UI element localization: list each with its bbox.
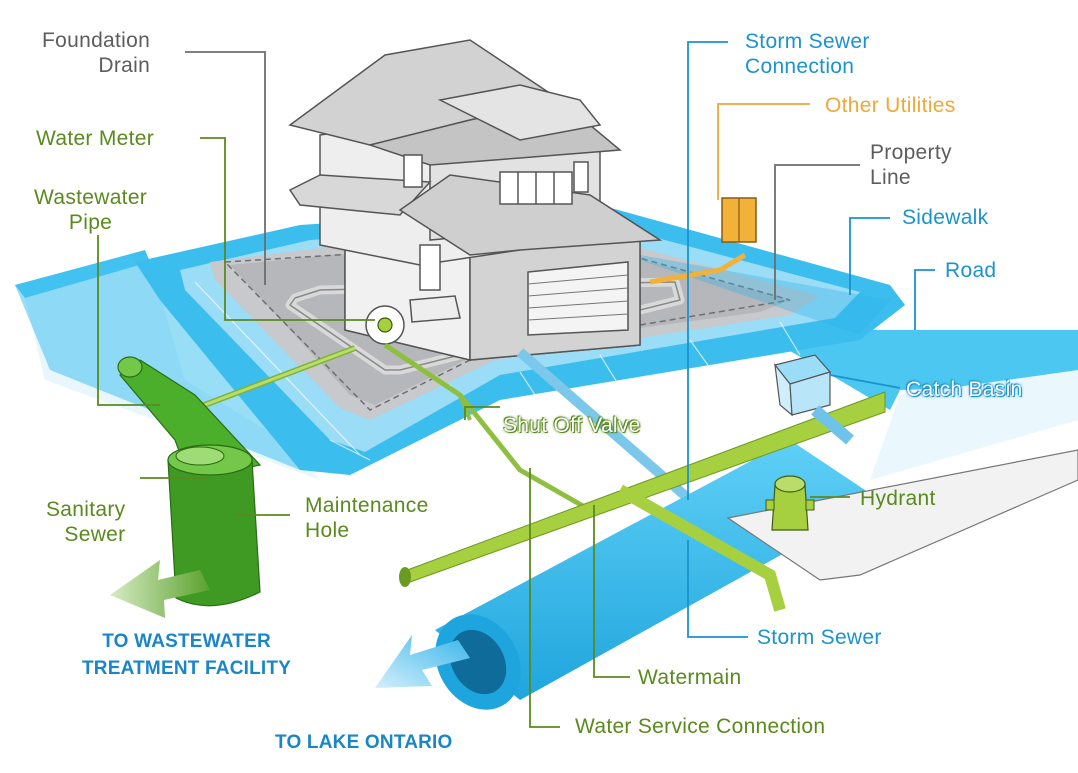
- destination-lake: TO LAKE ONTARIO: [275, 732, 453, 753]
- utility-box: [649, 197, 757, 285]
- label-maintenance-hole: Maintenance Hole: [305, 494, 429, 542]
- label-storm-sewer-connection: Storm Sewer Connection: [745, 30, 870, 78]
- water-meter-bubble: [365, 305, 405, 345]
- destination-wastewater: TO WASTEWATER TREATMENT FACILITY: [82, 631, 292, 679]
- label-sidewalk: Sidewalk: [902, 206, 989, 229]
- label-catch-basin: Catch Basin: [906, 378, 1023, 401]
- label-foundation-drain: Foundation Drain: [42, 29, 151, 77]
- label-shut-off-valve: Shut Off Valve: [503, 414, 641, 437]
- hydrant: [726, 449, 1078, 581]
- label-other-utilities: Other Utilities: [825, 94, 956, 117]
- house: [288, 39, 663, 361]
- leader-lines: [97, 41, 935, 728]
- label-sanitary-sewer: Sanitary Sewer: [46, 498, 126, 546]
- label-hydrant: Hydrant: [860, 487, 936, 510]
- label-watermain: Watermain: [638, 666, 742, 689]
- label-wastewater-pipe: Wastewater Pipe: [34, 186, 148, 234]
- label-property-line: Property Line: [870, 141, 952, 189]
- maintenance-hole: [117, 356, 262, 607]
- catch-basin: [773, 354, 854, 445]
- label-road: Road: [945, 259, 997, 282]
- watermain-pipe: [399, 391, 886, 612]
- lake-arrow: [375, 635, 470, 688]
- label-storm-sewer: Storm Sewer: [757, 626, 882, 649]
- label-water-meter: Water Meter: [36, 127, 155, 150]
- wastewater-arrow: [110, 560, 210, 618]
- label-water-service-connection: Water Service Connection: [575, 715, 826, 738]
